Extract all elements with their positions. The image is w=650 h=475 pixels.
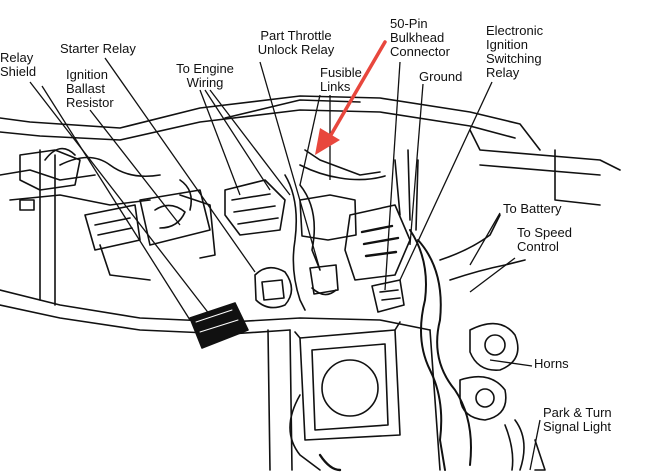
leader-ground — [409, 83, 424, 246]
leader-bulkhead — [384, 61, 401, 291]
leader-lines — [29, 57, 541, 471]
label-electronic-ignition-switching-relay: Electronic Ignition Switching Relay — [486, 23, 544, 80]
leader-engine-wiring-b — [204, 89, 271, 191]
leader-speed-control — [469, 257, 516, 293]
label-park-turn-signal-light: Park & Turn Signal Light — [543, 405, 612, 434]
leader-ignition-relay — [399, 81, 493, 281]
label-relay-shield: Relay Shield — [0, 50, 37, 79]
leader-engine-wiring-a — [199, 89, 241, 196]
label-to-engine-wiring: To Engine Wiring — [176, 61, 234, 90]
leader-part-throttle — [259, 61, 321, 271]
leader-fusible-links-a — [299, 94, 321, 186]
bulkhead-harness — [344, 149, 526, 471]
central-relays — [224, 149, 386, 311]
label-to-battery: To Battery — [503, 201, 562, 216]
leader-starter-relay — [104, 57, 256, 273]
label-to-speed-control: To Speed Control — [517, 225, 572, 254]
leader-horns — [489, 359, 533, 367]
label-starter-relay: Starter Relay — [60, 41, 136, 56]
label-horns: Horns — [534, 356, 569, 371]
leader-relay-shield — [29, 81, 211, 316]
leader-engine-wiring-c — [209, 89, 291, 196]
horns-assembly — [289, 322, 546, 472]
label-ground: Ground — [419, 69, 463, 84]
label-fusible-links: Fusible Links — [320, 65, 362, 94]
leader-to-battery — [469, 212, 501, 266]
leader-park-turn — [529, 419, 541, 471]
label-part-throttle-unlock-relay: Part Throttle Unlock Relay — [257, 28, 335, 57]
label-bulkhead-connector: 50-Pin Bulkhead Connector — [390, 16, 450, 59]
connector-block — [189, 302, 249, 349]
label-ignition-ballast-resistor: Ignition Ballast Resistor — [66, 67, 114, 110]
leader-ballast-resistor — [89, 109, 181, 226]
leader-relay-shield-b — [41, 85, 191, 321]
headlamp-housing — [294, 321, 401, 441]
highlight-arrow — [315, 40, 387, 155]
firewall-outline — [0, 95, 621, 471]
